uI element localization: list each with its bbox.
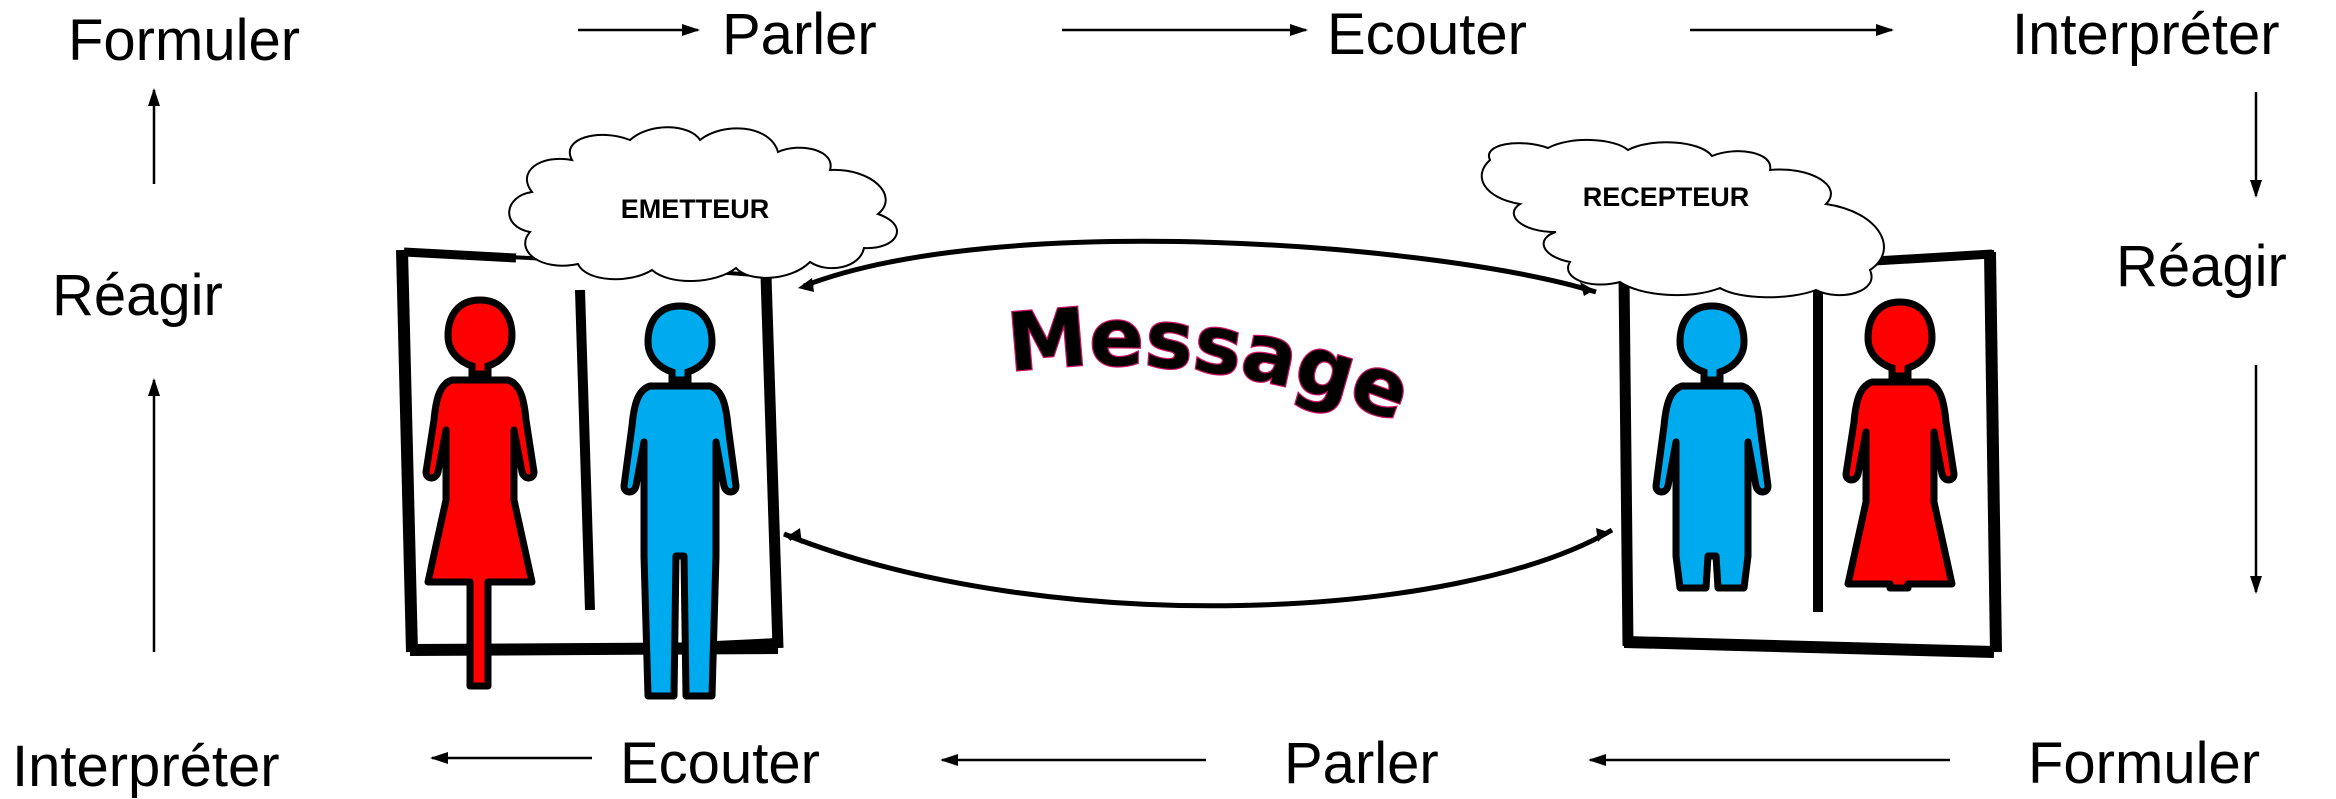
receiver-man-figure bbox=[1652, 302, 1772, 592]
sender-label: EMETTEUR bbox=[621, 194, 770, 224]
receiver-woman-figure bbox=[1842, 298, 1958, 592]
bottom-interpreter-label: Interpréter bbox=[12, 734, 280, 799]
sender-cloud: EMETTEUR bbox=[508, 126, 898, 282]
message-arc-top bbox=[803, 238, 1597, 295]
bottom-formuler-label: Formuler bbox=[2028, 731, 2261, 796]
receiver-label: RECEPTEUR bbox=[1583, 182, 1750, 212]
receiver-cloud: RECEPTEUR bbox=[1480, 139, 1885, 299]
top-parler-label: Parler bbox=[722, 2, 877, 67]
top-interpreter-label: Interpréter bbox=[2012, 2, 2280, 67]
bottom-parler-label: Parler bbox=[1284, 731, 1439, 796]
message-arc-bottom bbox=[783, 527, 1614, 609]
receiver-panel bbox=[1618, 249, 2002, 658]
message-text-path: Message bbox=[1003, 289, 1424, 441]
sender-panel bbox=[396, 247, 784, 700]
top-formuler-label: Formuler bbox=[68, 8, 301, 73]
left-reagir-label: Réagir bbox=[52, 263, 223, 328]
sender-man-figure bbox=[620, 302, 740, 700]
top-ecouter-label: Ecouter bbox=[1327, 2, 1527, 67]
bottom-ecouter-label: Ecouter bbox=[620, 731, 820, 796]
sender-woman-figure bbox=[422, 296, 538, 690]
message-label: Message bbox=[1004, 291, 1422, 440]
right-reagir-label: Réagir bbox=[2116, 234, 2287, 299]
